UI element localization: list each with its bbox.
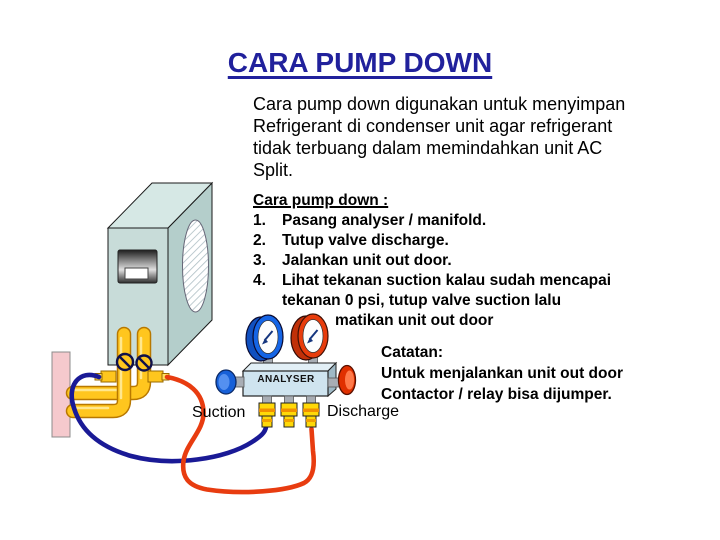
page-title-text: CARA PUMP DOWN	[227, 47, 493, 78]
intro-line: Refrigerant di condenser unit agar refri…	[253, 116, 613, 136]
note-heading: Catatan:	[381, 344, 444, 361]
page-title: CARA PUMP DOWN	[0, 47, 720, 79]
manifold-body	[241, 361, 338, 398]
step-text: Tutup valve discharge.	[282, 232, 449, 249]
suction-label: Suction	[192, 404, 246, 421]
refrigerant-pipes	[65, 326, 170, 419]
suction-pipe	[65, 326, 132, 419]
high-pressure-gauge	[290, 313, 329, 361]
discharge-hose	[164, 374, 317, 495]
steps-heading: Cara pump down :	[253, 192, 389, 209]
steps-list: Cara pump down : 1. Pasang analyser / ma…	[253, 191, 611, 331]
condenser-unit	[106, 181, 214, 367]
analyser-label: ANALYSER	[257, 374, 315, 385]
step-number: 4.	[253, 272, 266, 289]
step-continuation: matikan unit out door	[335, 312, 494, 329]
hose-connector	[258, 402, 276, 428]
step-item: 2. Tutup valve discharge.	[253, 231, 611, 251]
step-number: 2.	[253, 232, 266, 249]
note-line: Untuk menjalankan unit out door	[381, 365, 623, 382]
note-block: Catatan: Untuk menjalankan unit out door…	[381, 342, 623, 405]
hose-connector	[280, 402, 298, 428]
discharge-valve-knob	[337, 364, 357, 396]
hose-connectors	[258, 395, 320, 428]
step-text: Lihat tekanan suction kalau sudah mencap…	[282, 272, 612, 289]
suction-valve-knob	[215, 369, 237, 395]
discharge-label: Discharge	[327, 403, 400, 420]
gauge-needle-icon	[307, 329, 319, 344]
intro-paragraph: Cara pump down digunakan untuk menyimpan…	[253, 93, 625, 181]
step-item: 4. Lihat tekanan suction kalau sudah men…	[253, 271, 611, 291]
service-panel	[117, 249, 158, 284]
step-number: 3.	[253, 252, 266, 269]
hose-connector	[302, 402, 320, 428]
intro-line: Cara pump down digunakan untuk menyimpan	[253, 94, 626, 114]
condenser-fan-icon	[182, 219, 209, 313]
step-text: Jalankan unit out door.	[282, 252, 452, 269]
step-continuation: tekanan 0 psi, tutup valve suction lalu	[282, 292, 562, 309]
note-line: Contactor / relay bisa dijumper.	[381, 386, 612, 403]
manifold-assembly	[215, 313, 357, 428]
intro-line: tidak terbuang dalam memindahkan unit AC	[253, 138, 603, 158]
low-pressure-gauge	[245, 314, 284, 362]
gauge-needle-icon	[262, 330, 274, 345]
suction-hose	[69, 372, 269, 464]
suction-service-valve-icon	[115, 352, 135, 372]
intro-line: Split.	[253, 160, 294, 180]
step-text: Pasang analyser / manifold.	[282, 212, 487, 229]
step-item: 1. Pasang analyser / manifold.	[253, 211, 611, 231]
step-item: 3. Jalankan unit out door.	[253, 251, 611, 271]
step-number: 1.	[253, 212, 266, 229]
discharge-service-valve-icon	[135, 354, 153, 372]
